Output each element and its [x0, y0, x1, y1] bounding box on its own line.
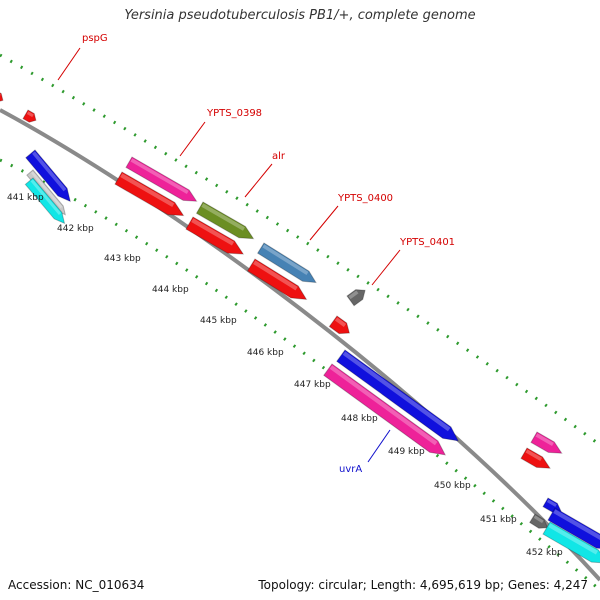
- YPTS_0401-cds-arrow: [346, 289, 366, 307]
- gene-label-YPTS_0401: YPTS_0401: [371, 237, 455, 286]
- red-cds-arrow: [22, 109, 37, 123]
- tick-label: 452 kbp: [526, 548, 563, 558]
- dotted-rings: [0, 53, 600, 592]
- red-cds-arrow: [114, 171, 185, 217]
- map-title: Yersinia pseudotuberculosis PB1/+, compl…: [124, 8, 476, 23]
- blue-cds-arrow: [547, 507, 600, 550]
- gene-label-text: YPTS_0398: [206, 108, 262, 119]
- cyan-cds-arrow: [542, 521, 600, 564]
- gene-label-YPTS_0400: YPTS_0400: [309, 193, 393, 241]
- red-cds-arrow: [185, 216, 245, 255]
- features: [0, 89, 600, 564]
- pink-cds-arrow: [323, 363, 447, 456]
- gene-label-text: YPTS_0400: [337, 193, 393, 204]
- cyan-cds-arrow: [24, 177, 66, 225]
- gene-label-pspG: pspG: [57, 33, 108, 81]
- red-cds-arrow: [0, 89, 4, 103]
- topology-summary: Topology: circular; Length: 4,695,619 bp…: [258, 578, 588, 592]
- tick-label: 451 kbp: [480, 515, 517, 525]
- tick-label: 449 kbp: [388, 447, 425, 457]
- uvrA-cds-arrow: [336, 349, 460, 442]
- gene-label-uvrA: uvrA: [339, 429, 391, 475]
- tick-label: 448 kbp: [341, 414, 378, 424]
- gene-label-YPTS_0398: YPTS_0398: [179, 108, 262, 157]
- YPTS_0400-cds-arrow: [256, 242, 317, 284]
- gene-label-text: alr: [272, 151, 286, 162]
- tick-label: 445 kbp: [200, 316, 237, 326]
- red-cds-arrow: [246, 258, 308, 300]
- tick-label: 441 kbp: [7, 193, 44, 203]
- gene-label-text: uvrA: [339, 464, 362, 475]
- tick-label: 442 kbp: [57, 224, 94, 234]
- gray-cds-arrow: [529, 513, 549, 529]
- gene-label-text: YPTS_0401: [399, 237, 455, 248]
- tick-label: 450 kbp: [434, 481, 471, 491]
- tick-labels: 441 kbp 442 kbp 443 kbp 444 kbp 445 kbp 446 k…: [7, 193, 563, 558]
- tick-label: 447 kbp: [294, 380, 331, 390]
- genome-backbone: [0, 108, 600, 582]
- YPTS_0398-cds-arrow: [125, 156, 198, 202]
- gene-label-alr: alr: [244, 151, 286, 198]
- red-cds-arrow: [520, 447, 551, 469]
- blue-cds-arrow: [25, 149, 71, 203]
- accession-text: Accession: NC_010634: [8, 578, 145, 592]
- gene-label-text: pspG: [82, 33, 108, 44]
- red-cds-arrow: [328, 315, 351, 335]
- tick-label: 443 kbp: [104, 254, 141, 264]
- tick-label: 446 kbp: [247, 348, 284, 358]
- pink-cds-arrow: [530, 431, 563, 454]
- alr-cds-arrow: [195, 201, 255, 240]
- tick-label: 444 kbp: [152, 285, 189, 295]
